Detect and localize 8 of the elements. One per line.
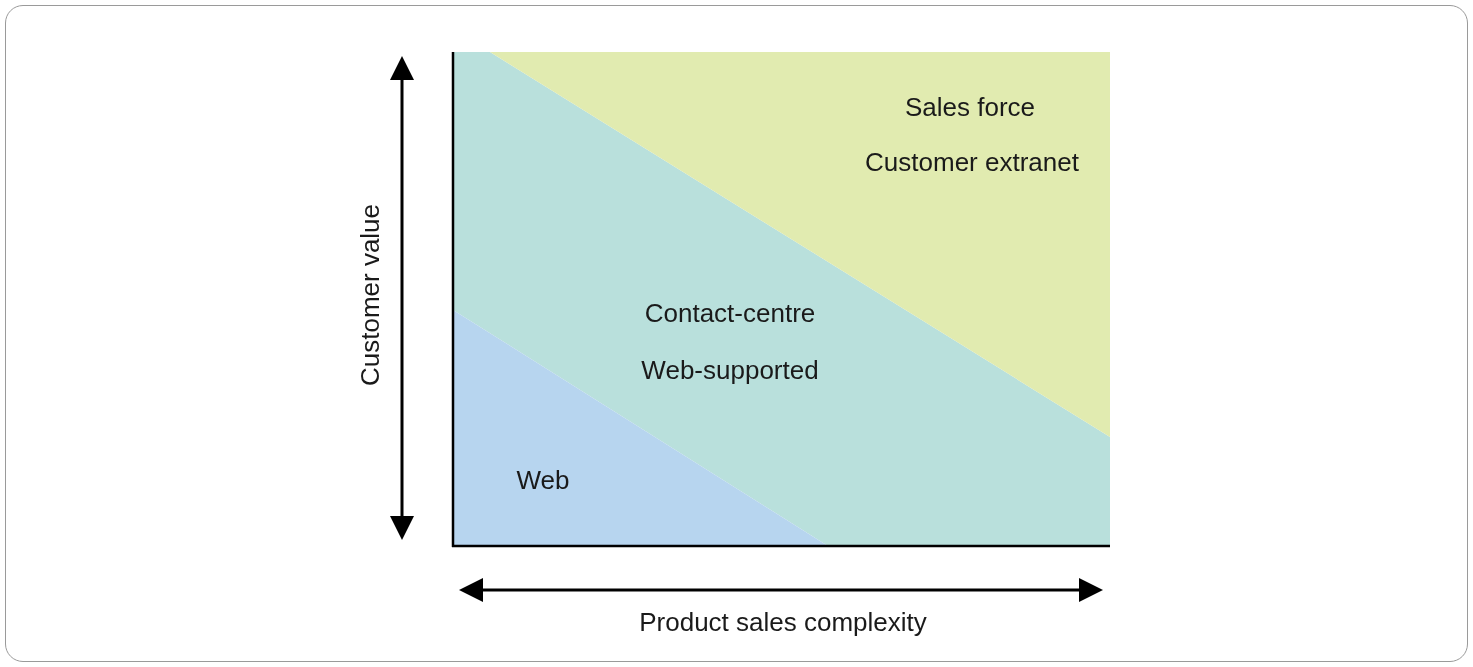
segment-area [453,52,1110,546]
axis-title: Product sales complexity [639,606,927,638]
segment-label: Contact-centre [644,297,816,329]
segment-label: Web [516,464,570,496]
segment-label: Customer extranet [865,146,1079,178]
segment-label: Sales force [904,91,1036,123]
axis-title: Customer value [354,203,386,387]
segment-label: Web-supported [641,354,819,386]
